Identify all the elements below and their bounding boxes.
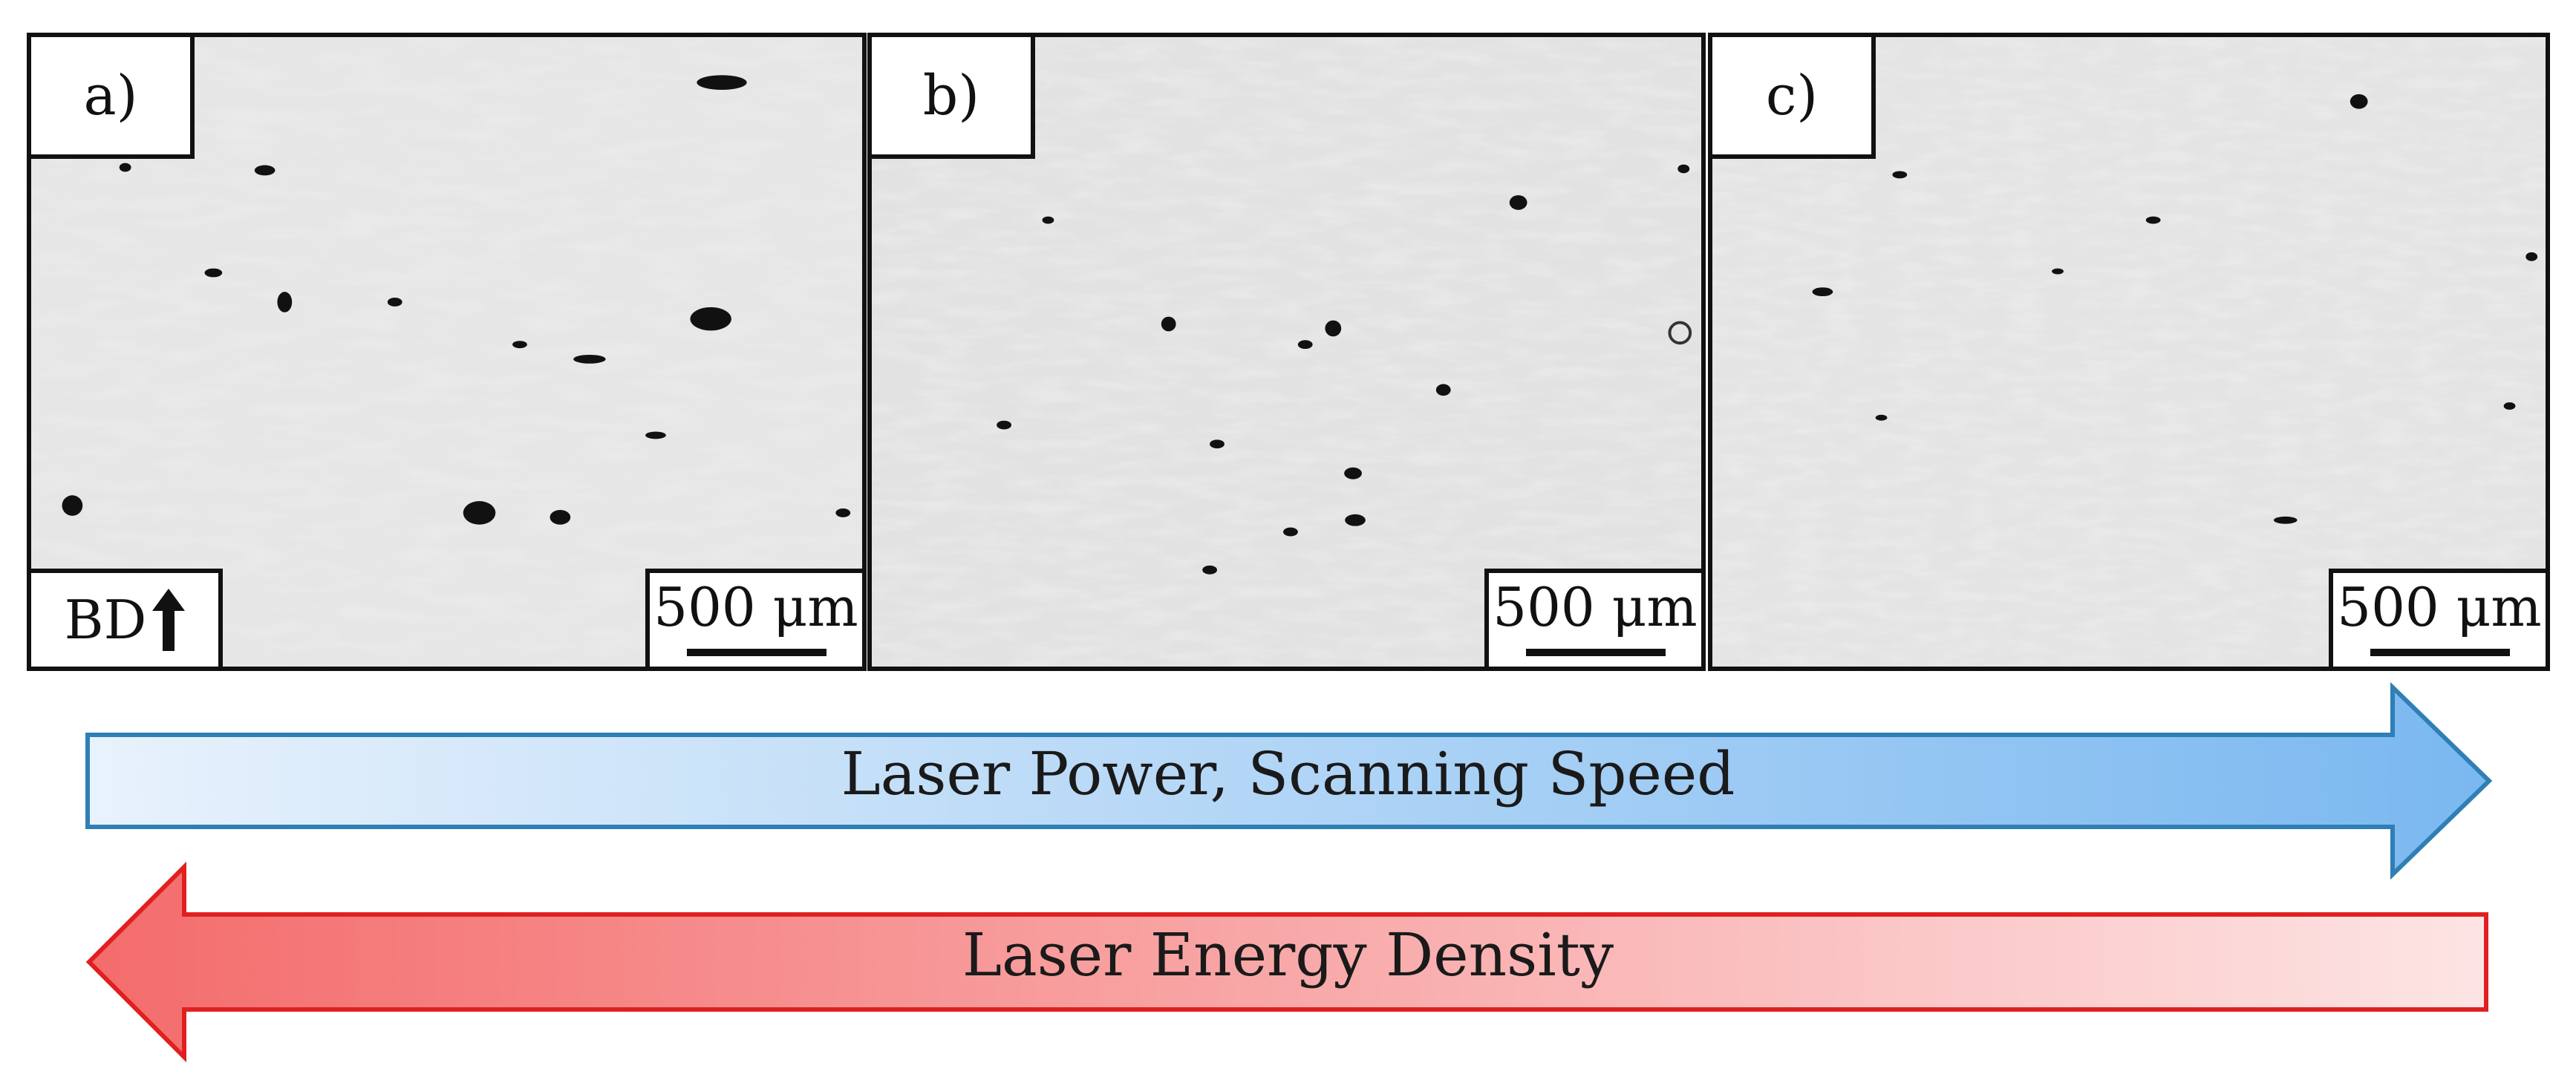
scale-bar-label: 500 μm (653, 576, 858, 638)
arrow-left-icon (85, 861, 2488, 1063)
scale-bar (687, 649, 826, 656)
scale-bar-box: 500 μm (1484, 569, 1701, 667)
panel-label-box: a) (31, 37, 195, 159)
panel-label: c) (1765, 64, 1819, 128)
scale-bar-label: 500 μm (1493, 576, 1698, 638)
panel-label: b) (922, 64, 980, 128)
micrograph-panel-a: a) BD 500 μm (27, 33, 867, 671)
build-direction-indicator: BD (31, 569, 223, 667)
scale-bar-box: 500 μm (645, 569, 862, 667)
arrow-right-icon (85, 681, 2493, 880)
scale-bar (2370, 649, 2510, 656)
scale-bar-label: 500 μm (2337, 576, 2542, 638)
panel-label-box: c) (1712, 37, 1876, 159)
micrograph-panel-b: b) 500 μm (867, 33, 1706, 671)
build-direction-label: BD (64, 589, 147, 651)
micrograph-panel-c: c) 500 μm (1708, 33, 2550, 671)
scale-bar-box: 500 μm (2329, 569, 2546, 667)
increase-parameters-label: Laser Power, Scanning Speed (841, 739, 1735, 808)
energy-density-label: Laser Energy Density (962, 920, 1614, 989)
panel-label: a) (83, 64, 138, 128)
panel-label-box: b) (872, 37, 1035, 159)
arrow-up-icon (152, 589, 186, 651)
scale-bar (1526, 649, 1666, 656)
